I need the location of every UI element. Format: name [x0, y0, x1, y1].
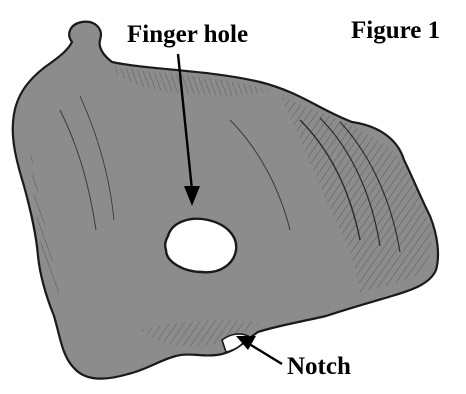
figure-number-label: Figure 1	[351, 18, 440, 43]
notch-arrow	[246, 342, 282, 364]
notch-label: Notch	[287, 354, 351, 379]
finger-hole-label: Finger hole	[127, 22, 248, 47]
finger-hole	[165, 219, 236, 272]
